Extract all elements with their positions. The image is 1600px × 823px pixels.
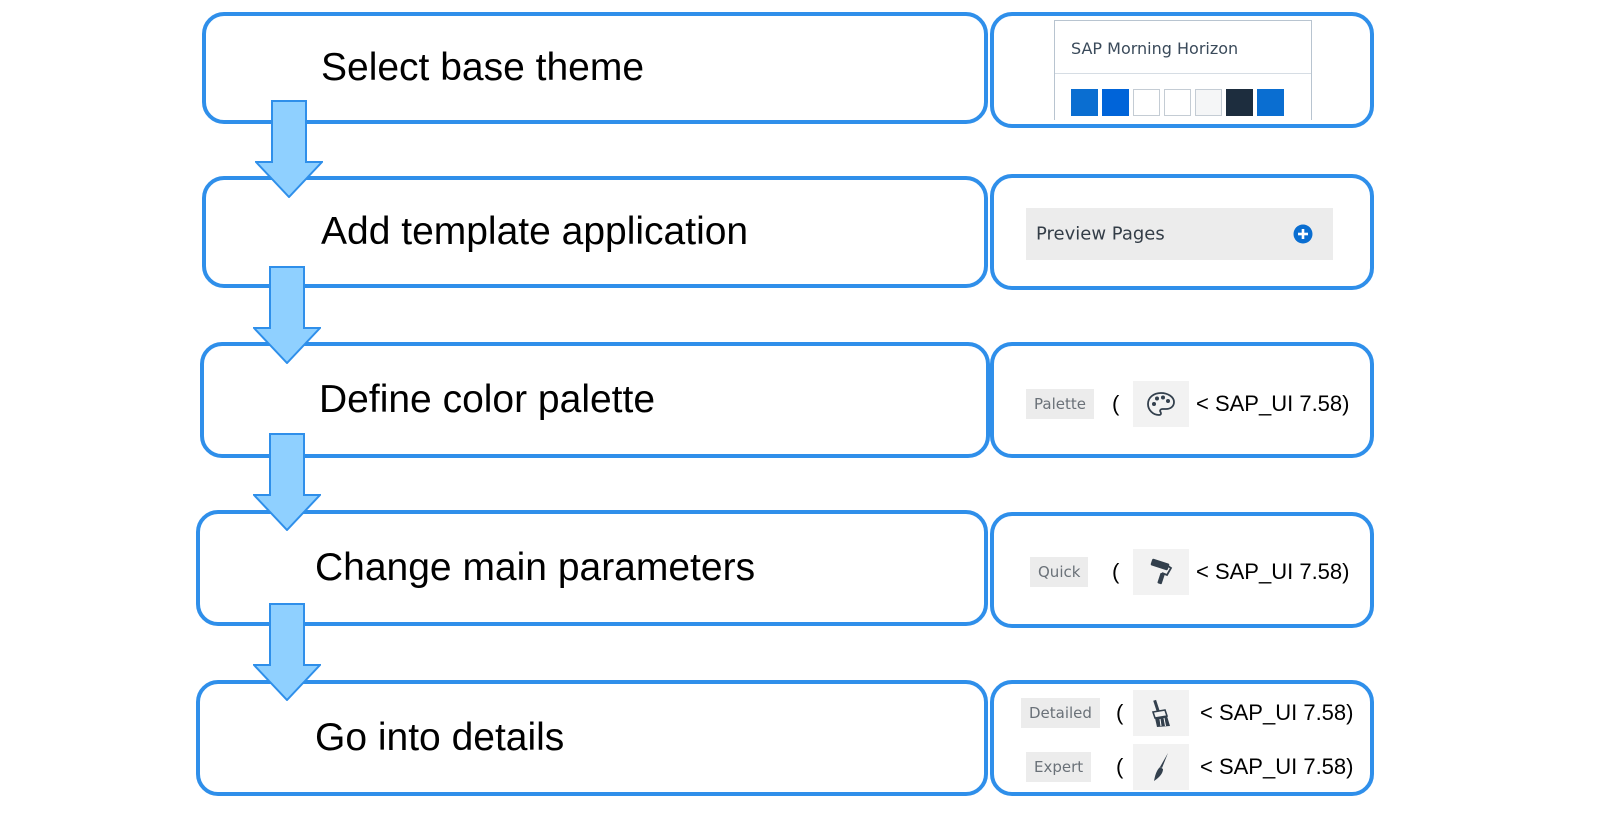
version-note: < SAP_UI 7.58): [1196, 559, 1350, 584]
side-box-color-palette: Palette ( < SAP_UI 7.58): [990, 342, 1374, 458]
fine-brush-icon: [1154, 753, 1168, 781]
open-paren: (: [1116, 700, 1124, 725]
step-label: Go into details: [315, 716, 565, 759]
preview-pages-bar[interactable]: Preview Pages: [1026, 208, 1333, 260]
paint-roller-icon: [1150, 558, 1173, 585]
palette-tab[interactable]: Palette: [1026, 389, 1094, 419]
version-note: < SAP_UI 7.58): [1196, 391, 1350, 416]
detailed-button[interactable]: [1133, 690, 1189, 736]
step-label: Define color palette: [319, 378, 656, 421]
theme-swatch: [1195, 89, 1222, 116]
side-box-details: Detailed ( < SAP_UI 7.58) Expert ( < SAP…: [990, 680, 1374, 796]
down-arrow-3: [253, 433, 321, 531]
version-note: < SAP_UI 7.58): [1200, 754, 1354, 779]
step-label: Add template application: [321, 210, 749, 253]
theme-swatch: [1071, 89, 1098, 116]
step-box-define-color-palette: Define color palette: [200, 342, 990, 458]
step-box-go-into-details: Go into details: [196, 680, 988, 796]
theme-swatch: [1257, 89, 1284, 116]
down-arrow-4: [253, 603, 321, 701]
version-note: < SAP_UI 7.58): [1200, 700, 1354, 725]
theme-card[interactable]: SAP Morning Horizon: [1054, 20, 1312, 120]
palette-icon: [1147, 392, 1175, 416]
step-label: Change main parameters: [315, 546, 756, 589]
theme-swatch: [1226, 89, 1253, 116]
step-label: Select base theme: [321, 46, 645, 89]
step-box-select-base-theme: Select base theme: [202, 12, 988, 124]
step-box-change-main-parameters: Change main parameters: [196, 510, 988, 626]
quick-button[interactable]: [1133, 549, 1189, 595]
tool-row-detailed: Detailed ( < SAP_UI 7.58): [994, 690, 1370, 736]
quick-tab[interactable]: Quick: [1030, 557, 1089, 587]
open-paren: (: [1112, 391, 1120, 416]
theme-swatch: [1133, 89, 1160, 116]
expert-button[interactable]: [1133, 744, 1189, 790]
theme-name: SAP Morning Horizon: [1071, 39, 1239, 58]
open-paren: (: [1112, 559, 1120, 584]
open-paren: (: [1116, 754, 1124, 779]
side-box-main-parameters: Quick ( < SAP_UI 7.58): [990, 512, 1374, 628]
detailed-tab[interactable]: Detailed: [1021, 698, 1100, 728]
down-arrow-2: [253, 266, 321, 364]
palette-button[interactable]: [1133, 381, 1189, 427]
theme-swatches: [1071, 89, 1284, 116]
step-box-add-template-application: Add template application: [202, 176, 988, 288]
side-box-base-theme: SAP Morning Horizon: [990, 12, 1374, 128]
down-arrow-1: [255, 100, 323, 198]
tool-row-expert: Expert ( < SAP_UI 7.58): [994, 744, 1370, 790]
side-box-template-application: Preview Pages: [990, 174, 1374, 290]
plus-circle-icon[interactable]: [1293, 224, 1313, 244]
theme-swatch: [1102, 89, 1129, 116]
expert-tab[interactable]: Expert: [1026, 752, 1092, 782]
tool-row-palette: Palette ( < SAP_UI 7.58): [994, 381, 1370, 427]
tool-row-quick: Quick ( < SAP_UI 7.58): [994, 549, 1370, 595]
theme-swatch: [1164, 89, 1191, 116]
preview-pages-label: Preview Pages: [1036, 223, 1165, 245]
theme-divider: [1055, 73, 1311, 74]
brush-icon: [1151, 699, 1170, 727]
